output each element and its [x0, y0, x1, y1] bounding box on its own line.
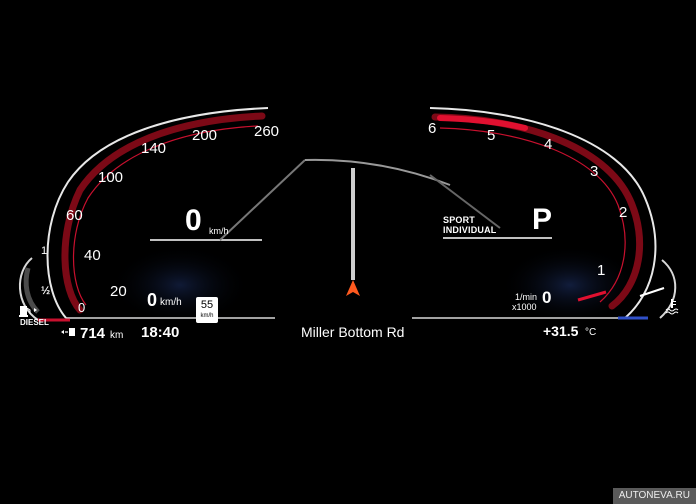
road-right-edge [429, 174, 501, 229]
coolant-temperature-icon [665, 299, 679, 315]
rpm-tick-1: 1 [597, 262, 606, 279]
rpm-tick-2: 2 [619, 204, 628, 221]
rpm-tick-0: 0 [542, 288, 552, 307]
speed-value: 0 [185, 204, 202, 237]
road-top-edge [304, 158, 451, 186]
coolant-gauge-arc [659, 259, 677, 319]
navigation-arrow-icon [346, 280, 360, 296]
fuel-type-label: DIESEL [20, 318, 49, 327]
speed-tick-140: 140 [141, 140, 167, 157]
speed-tick-40: 40 [84, 247, 101, 264]
speed-unit: km/h [209, 226, 229, 236]
outside-temperature-unit: °C [585, 327, 597, 338]
speed-tick-200: 200 [192, 127, 218, 144]
nav-speed-unit: km/h [160, 297, 182, 308]
speed-tick-20: 20 [110, 283, 127, 300]
fuel-full-label: 1 [41, 245, 48, 257]
speed-limit-value: 55 [200, 299, 214, 311]
fuel-gauge-level [23, 267, 40, 314]
outside-temperature-value: +31.5 [543, 323, 579, 339]
speedometer-inner-arc [73, 125, 259, 306]
tachometer-outer-arc [429, 107, 657, 319]
speedometer-outer-arc [46, 107, 269, 319]
rpm-needle [577, 290, 607, 302]
range-value: 714 [80, 325, 106, 342]
nav-speed-value: 0 [147, 290, 158, 310]
speed-tick-260: 260 [254, 123, 280, 140]
drive-mode-line1: SPORT [443, 215, 476, 225]
fuel-half-label: ½ [41, 285, 51, 297]
tachometer-inner-arc [439, 127, 626, 303]
coolant-needle [639, 287, 665, 297]
gear-indicator: P [532, 203, 553, 236]
rpm-tick-6: 6 [428, 120, 437, 137]
speed-tick-100: 100 [98, 169, 124, 186]
range-unit: km [110, 330, 124, 341]
street-name: Miller Bottom Rd [301, 324, 405, 340]
range-fuel-icon [61, 328, 75, 336]
left-ambient-glow [110, 245, 250, 325]
rpm-unit-line1: 1/min [515, 292, 538, 302]
drive-mode-line2: INDIVIDUAL [443, 225, 497, 235]
rpm-tick-5: 5 [487, 127, 496, 144]
fuel-pump-icon [19, 306, 37, 317]
speedometer-red-band [61, 112, 266, 314]
rpm-tick-4: 4 [544, 136, 553, 153]
speed-tick-0: 0 [78, 300, 86, 315]
clock-time: 18:40 [141, 324, 180, 341]
right-ambient-glow [500, 245, 640, 325]
road-left-edge [219, 159, 306, 241]
speed-tick-60: 60 [66, 207, 83, 224]
fuel-gauge-arc [19, 257, 39, 321]
speed-limit-unit: km/h [200, 313, 214, 319]
rpm-unit-line2: x1000 [512, 302, 537, 312]
rpm-tick-3: 3 [590, 163, 599, 180]
speed-limit-sign: 55 km/h [196, 297, 218, 323]
watermark: AUTONEVA.RU [612, 488, 696, 504]
tachometer-redline-zone [437, 115, 528, 131]
